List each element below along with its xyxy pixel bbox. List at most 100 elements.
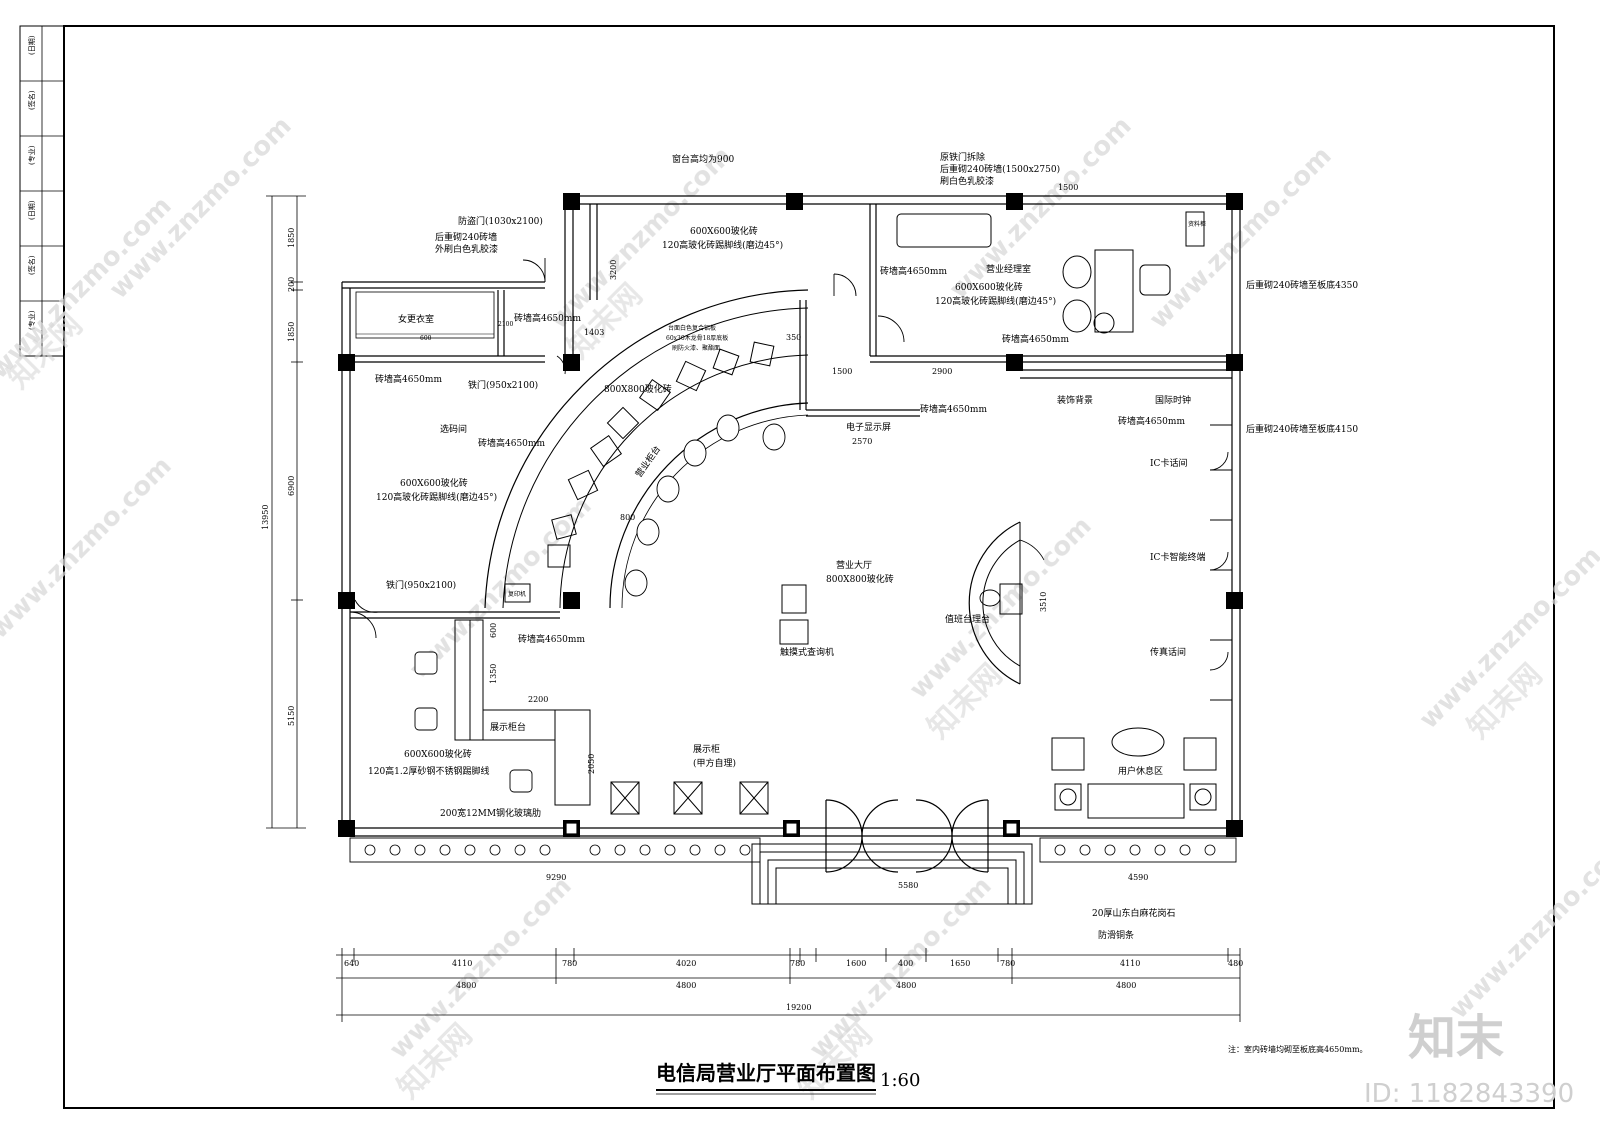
dim-bottom-3: 780 (562, 959, 577, 968)
rest-area-label: 用户休息区 (1118, 765, 1163, 777)
dim-left-total: 13950 (261, 505, 270, 530)
dim-misc: 1350 (489, 664, 498, 684)
doors (349, 258, 905, 639)
dim-misc: 1500 (1058, 183, 1078, 192)
anti-slip-note: 防滑铜条 (1098, 929, 1134, 941)
dim-misc: 4590 (1128, 873, 1148, 882)
old-door-note-2: 后重砌240砖墙(1500x2750) (940, 163, 1060, 175)
dim-misc: 1500 (832, 367, 852, 376)
dim-grid-2: 4800 (676, 981, 696, 990)
skirt-label-lower: 120高1.2厚砂钢不锈钢踢脚线 (368, 765, 490, 777)
led-screen-label: 电子显示屏 (846, 421, 891, 433)
theft-door-note-3: 外刷白色乳胶漆 (435, 243, 498, 255)
drawing-title: 电信局营业厅平面布置图 (656, 1061, 876, 1085)
wall-height-6: 砖墙高4650mm (920, 403, 987, 415)
touch-kiosk-label: 触摸式查询机 (780, 646, 834, 658)
dim-misc: 2100 (498, 321, 513, 328)
rebuild-4150-note: 后重砌240砖墙至板底4150 (1246, 423, 1358, 435)
tb-major-2: (专业) (27, 310, 36, 330)
wall-height-4: 砖墙高4650mm (880, 265, 947, 277)
wall-height-7: 砖墙高4650mm (1118, 415, 1185, 427)
dim-bottom-7: 400 (898, 959, 913, 968)
wall-height-8: 砖墙高4650mm (518, 633, 585, 645)
drawing-note: 注：室内砖墙均砌至板底高4650mm。 (1228, 1044, 1368, 1054)
staff-chairs (547, 341, 775, 568)
counter-note-1: 台面白色复合铝板 (668, 324, 716, 332)
room-code-room: 选码间 (440, 423, 467, 435)
skirt-label-top: 120高玻化砖踢脚线(磨边45°) (662, 239, 783, 251)
watermark-layer: www.znzmo.com www.znzmo.com www.znzmo.co… (0, 111, 1600, 1065)
watermark-text: www.znzmo.com (0, 451, 178, 645)
touch-kiosk (779, 584, 809, 645)
dim-misc: 600 (420, 335, 432, 342)
display-counter (454, 619, 591, 806)
tile-label-manager: 600X600玻化砖 (955, 281, 1023, 293)
dim-bottom-8: 1650 (950, 959, 970, 968)
manager-furniture (896, 211, 1205, 334)
dim-bottom-9: 780 (1000, 959, 1015, 968)
dim-bottom-11: 480 (1228, 959, 1243, 968)
service-counter-arc (484, 289, 809, 609)
display-cabinet-label: 展示柜 (693, 743, 720, 755)
planter-strip (349, 837, 1237, 863)
logo-watermark: 知末 (1408, 1010, 1504, 1066)
dim-misc: 350 (786, 333, 801, 342)
watermark-text: www.znzmo.com (944, 111, 1138, 305)
dim-left-2: 200 (287, 277, 296, 292)
iron-door-1: 铁门(950x2100) (468, 379, 538, 391)
file-cabinet-label: 资料柜 (1188, 220, 1206, 228)
theft-door-note-2: 后重砌240砖墙 (435, 231, 497, 243)
dim-misc: 2050 (587, 754, 596, 774)
skirt-label-code: 120高玻化砖踢脚线(磨边45°) (376, 491, 497, 503)
customer-chairs (624, 414, 786, 597)
old-door-note-1: 原铁门拆除 (940, 151, 985, 163)
dim-misc: 9290 (546, 873, 566, 882)
tb-sign-1: (签名) (27, 90, 36, 110)
dim-bottom-10: 4110 (1120, 959, 1140, 968)
room-hall: 营业大厅 (836, 559, 872, 571)
fax-room-label: 传真话间 (1150, 646, 1186, 658)
dim-left-4: 6900 (287, 476, 296, 496)
phone-booths (1209, 424, 1232, 701)
room-women-locker: 女更衣室 (398, 313, 434, 325)
tb-date-2: (日期) (28, 200, 36, 220)
dim-bottom-6: 1600 (846, 959, 866, 968)
service-counter-label: 营业柜台 (633, 443, 663, 479)
watermark-text: www.znzmo.com (1144, 141, 1338, 335)
dim-misc: 2900 (932, 367, 952, 376)
dim-grid-3: 4800 (896, 981, 916, 990)
rest-area-furniture (1051, 727, 1217, 819)
wall-height-3: 砖墙高4650mm (478, 437, 545, 449)
display-counter-label: 展示柜台 (490, 721, 526, 733)
dim-misc: 600 (489, 623, 498, 638)
dim-total: 19200 (786, 1003, 811, 1012)
dim-bottom-4: 4020 (676, 959, 696, 968)
dim-grid-1: 4800 (456, 981, 476, 990)
tile-label-code: 600X600玻化砖 (400, 477, 468, 489)
tb-major-1: (专业) (27, 145, 36, 165)
room-manager: 营业经理室 (986, 263, 1031, 275)
id-watermark: ID: 1182843390 (1364, 1079, 1574, 1109)
wall-height-5: 砖墙高4650mm (1002, 333, 1069, 345)
dim-bottom-2: 4110 (452, 959, 472, 968)
theft-door-note-1: 防盗门(1030x2100) (458, 215, 543, 227)
sheet-border (63, 25, 1555, 1109)
tb-sign-2: (签名) (27, 255, 36, 275)
skirt-label-manager: 120高玻化砖踢脚线(磨边45°) (935, 295, 1056, 307)
watermark-text: www.znzmo.com (1444, 831, 1600, 1025)
dimension-lines (266, 195, 1241, 1022)
tile-label-top: 600X600玻化砖 (690, 225, 758, 237)
iron-door-2: 铁门(950x2100) (386, 579, 456, 591)
dim-misc: 800 (620, 513, 635, 522)
ic-phone-label: IC卡话间 (1150, 457, 1187, 469)
window-sill-note: 窗台高均为900 (672, 153, 734, 165)
dim-bottom-5: 780 (790, 959, 805, 968)
copier-label: 复印机 (508, 590, 526, 598)
display-cabinet-note: (甲方自理) (693, 757, 736, 769)
drawing-scale: 1:60 (880, 1070, 920, 1091)
tb-date-1: (日期) (28, 35, 36, 55)
glass-rail-note: 200宽12MM钢化玻璃肋 (440, 807, 541, 819)
counter-note-2: 60x30木龙骨18厚底板 (666, 334, 728, 342)
entrance-steps (751, 843, 1033, 905)
